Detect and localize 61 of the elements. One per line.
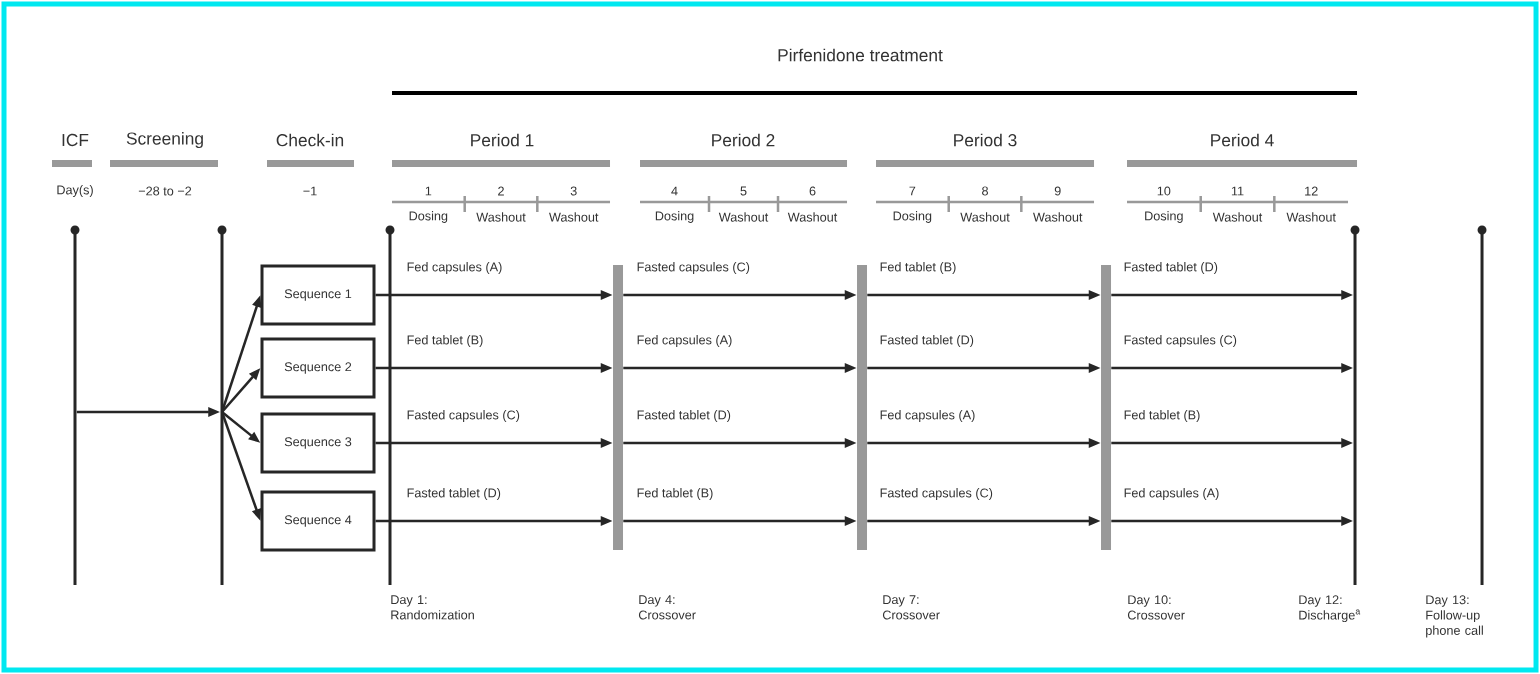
day-number: 6 — [809, 186, 816, 196]
edge-label: Fasted capsules (C) — [1122, 333, 1239, 349]
day-note: Day 10: Crossover — [1127, 595, 1185, 620]
edge-label: Fed capsules (A) — [1122, 486, 1221, 502]
timeline-marker — [217, 225, 227, 585]
edge-label: Fed tablet (B) — [635, 486, 715, 502]
day-note: Day 1: Randomization — [391, 595, 474, 620]
day-number: 7 — [909, 186, 916, 196]
phase-heading: ICF — [62, 133, 89, 147]
day-note: Day 4: Crossover — [638, 595, 696, 620]
day-label: −1 — [303, 186, 317, 196]
phase-label: Dosing — [893, 211, 932, 223]
edge-label: Fed tablet (B) — [405, 333, 485, 349]
day-number: 9 — [1054, 186, 1061, 196]
phase-heading: Screening — [126, 131, 203, 149]
phase-heading: Period 1 — [471, 133, 534, 147]
edge-label: Fed capsules (A) — [405, 260, 504, 276]
day-number: 5 — [740, 186, 747, 196]
crossover-bar — [613, 265, 623, 550]
phase-label: Washout — [1212, 212, 1263, 222]
edge-label: Fasted capsules (C) — [405, 408, 522, 424]
phase-label: Dosing — [1145, 211, 1183, 223]
phase-heading: Period 2 — [712, 133, 775, 147]
day-number: 12 — [1305, 186, 1318, 196]
day-number: 11 — [1231, 186, 1244, 196]
edge-label: Fasted tablet (D) — [635, 408, 733, 424]
phase-label: Dosing — [409, 211, 448, 223]
edge-label: Fed capsules (A) — [635, 333, 734, 349]
edge-label: Fasted capsules (C) — [878, 486, 995, 502]
title: Pirfenidone treatment — [778, 48, 943, 62]
phase-label: Washout — [718, 212, 769, 222]
crossover-bar — [1101, 265, 1111, 550]
sequence-box: Sequence 2 — [260, 337, 376, 399]
day-note: Day 7: Crossover — [882, 595, 940, 620]
timeline-marker — [70, 225, 80, 585]
day-label: −28 to −2 — [138, 186, 192, 196]
day-number: 2 — [498, 186, 504, 196]
day-number: 1 — [425, 186, 432, 196]
crossover-bar — [857, 265, 867, 550]
edge-label: Fasted capsules (C) — [635, 260, 752, 276]
edge-label: Fed capsules (A) — [878, 408, 977, 424]
day-number: 10 — [1157, 186, 1171, 196]
edge-label: Fasted tablet (D) — [878, 333, 976, 349]
sequence-box: Sequence 4 — [260, 490, 376, 552]
phase-label: Washout — [960, 212, 1010, 222]
phase-heading: Period 4 — [1211, 133, 1274, 147]
day-number: 8 — [982, 186, 988, 196]
edge-label: Fed tablet (B) — [1122, 408, 1202, 424]
timeline-marker — [1350, 225, 1360, 585]
phase-label: Washout — [476, 212, 526, 222]
day-note: Day 13: Follow-up phone call — [1426, 595, 1483, 638]
day-number: 3 — [570, 186, 577, 196]
phase-heading: Check-in — [276, 133, 344, 147]
edge-label: Fed tablet (B) — [878, 260, 958, 276]
phase-label: Dosing — [655, 211, 694, 223]
edge-label: Fasted tablet (D) — [405, 486, 503, 502]
edge-label: Fasted tablet (D) — [1122, 260, 1220, 276]
sequence-box: Sequence 1 — [260, 264, 376, 326]
day-number: 4 — [671, 186, 678, 196]
sequence-box: Sequence 3 — [260, 412, 376, 474]
phase-heading: Period 3 — [954, 133, 1017, 147]
